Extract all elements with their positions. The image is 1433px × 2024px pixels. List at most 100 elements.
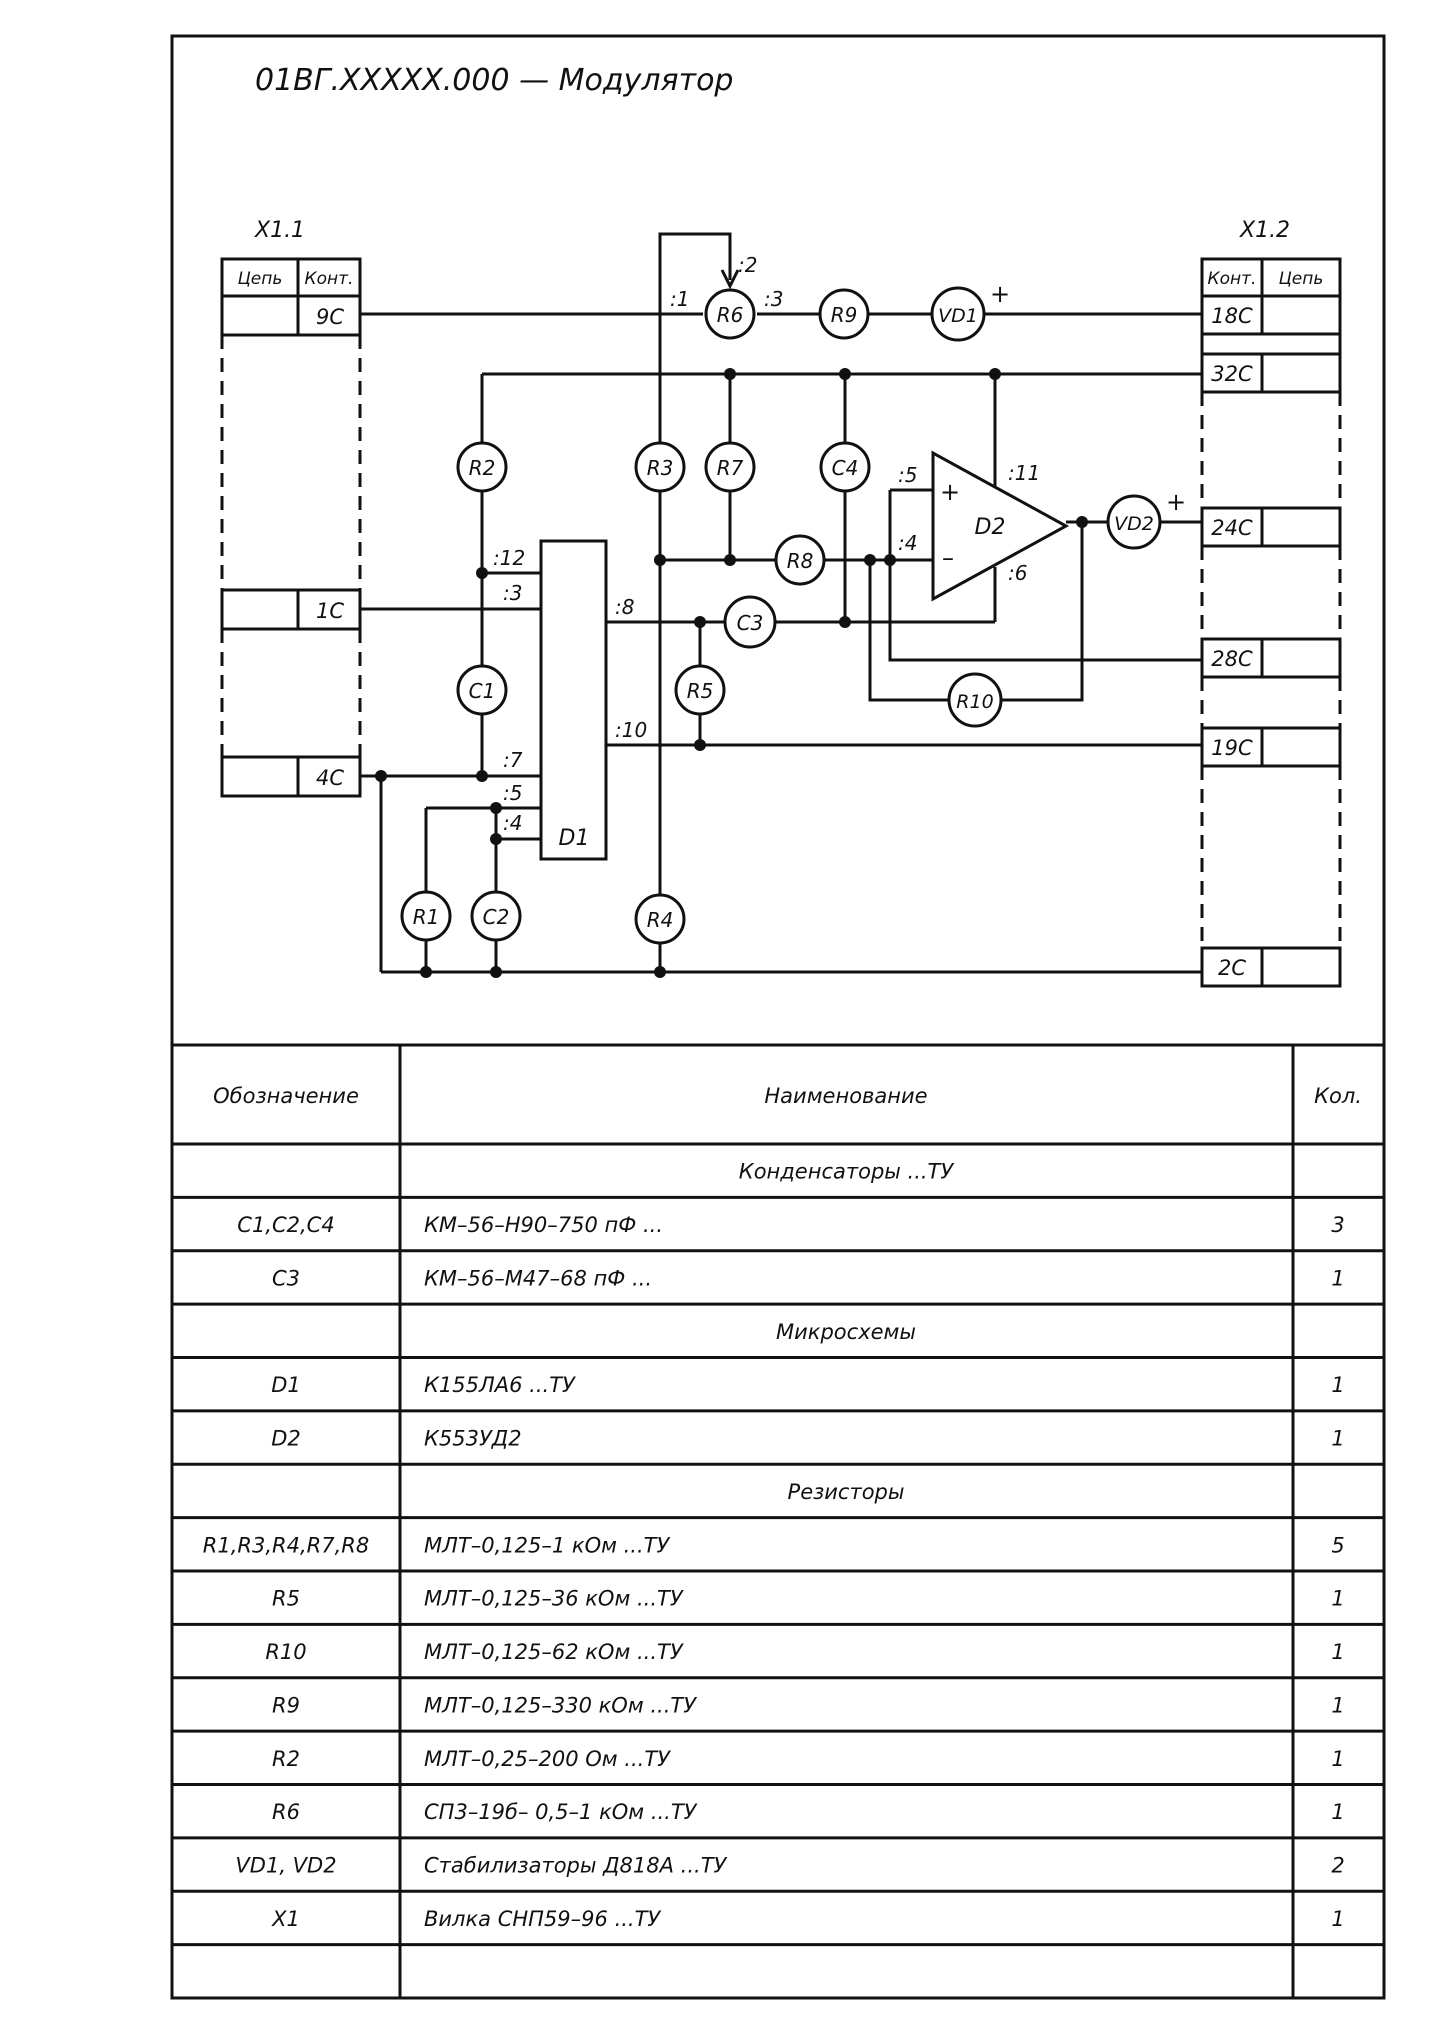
pin-32c-label: 32C bbox=[1211, 362, 1253, 386]
bom-row-qty: 1 bbox=[1331, 1640, 1344, 1664]
d1-pin-4: :4 bbox=[503, 811, 522, 835]
pin-2c-label: 2C bbox=[1218, 956, 1246, 980]
opamp-d2-label: D2 bbox=[975, 515, 1006, 540]
connector-x1-1-label: X1.1 bbox=[254, 218, 305, 243]
capacitor-c3 bbox=[723, 595, 777, 649]
connector-x1-1-header-contact: Конт. bbox=[305, 269, 354, 289]
capacitor-c2 bbox=[470, 890, 522, 942]
resistor-r9 bbox=[818, 288, 870, 340]
bom-row-qty: 1 bbox=[1331, 1427, 1344, 1451]
bom-row-designation: D1 bbox=[271, 1373, 301, 1397]
bom-row-designation: R1,R3,R4,R7,R8 bbox=[203, 1533, 369, 1557]
bom-row-designation: C3 bbox=[272, 1266, 300, 1290]
resistor-r6 bbox=[704, 288, 756, 340]
bom-row-designation: D2 bbox=[271, 1427, 301, 1451]
bom-row-name: МЛТ–0,25–200 Ом ...ТУ bbox=[424, 1747, 671, 1771]
bom-row-qty: 2 bbox=[1331, 1854, 1344, 1878]
bom-row-qty: 5 bbox=[1331, 1533, 1344, 1557]
resistor-r1 bbox=[400, 890, 452, 942]
resistor-r8 bbox=[774, 534, 826, 586]
resistor-r10 bbox=[947, 672, 1003, 728]
bom-row-designation: C1,C2,C4 bbox=[237, 1213, 334, 1237]
r6-pin-3: :3 bbox=[764, 287, 783, 311]
opamp-d2: D2 + – :5 :4 :11 :6 bbox=[898, 450, 1070, 602]
bom-row-name: СП3–19б– 0,5–1 кОм ...ТУ bbox=[424, 1800, 698, 1824]
capacitor-c4 bbox=[819, 441, 871, 493]
resistor-r7 bbox=[704, 441, 756, 493]
vd1-label: VD1 bbox=[938, 305, 978, 327]
bom-row-name: МЛТ–0,125–62 кОм ...ТУ bbox=[424, 1640, 684, 1664]
bom-row-name: К155ЛА6 ...ТУ bbox=[424, 1373, 576, 1397]
bom-row-qty: 1 bbox=[1331, 1800, 1344, 1824]
opamp-noninverting-sign: + bbox=[940, 478, 960, 506]
r4-label: R4 bbox=[647, 908, 674, 932]
drawing-title: 01ВГ.ХХХХХ.000 — Модулятор bbox=[255, 63, 733, 98]
d1-pin-7: :7 bbox=[503, 748, 523, 772]
resistor-r5 bbox=[674, 664, 726, 716]
connector-x1-1-header-circuit: Цепь bbox=[238, 269, 283, 289]
d1-pin-3: :3 bbox=[503, 581, 522, 605]
bom-row-qty: 1 bbox=[1331, 1373, 1344, 1397]
pin-24c-label: 24C bbox=[1211, 516, 1253, 540]
d1-pin-12: :12 bbox=[493, 546, 525, 570]
pin-1c-label: 1C bbox=[316, 599, 344, 623]
r8-label: R8 bbox=[787, 549, 814, 573]
bom-row-designation: R9 bbox=[272, 1693, 300, 1717]
components: R6 R9 VD1 R2 R3 R7 C4 R8 VD2 C3 C1 R5 R1… bbox=[400, 286, 1162, 945]
bom-header-qty: Кол. bbox=[1314, 1084, 1362, 1108]
bom-row-designation: R10 bbox=[265, 1640, 306, 1664]
bom-row-qty: 1 bbox=[1331, 1747, 1344, 1771]
bom-group-heading: Резисторы bbox=[788, 1480, 905, 1504]
d2-pin-11: :11 bbox=[1008, 461, 1040, 485]
bom-row-designation: R6 bbox=[272, 1800, 300, 1824]
bom-row-name: КМ–56–Н90–750 пФ ... bbox=[424, 1213, 663, 1237]
connector-x1-2: X1.2 Конт. Цепь 18C 32C 24C 28C 19C 2C bbox=[1200, 218, 1342, 988]
capacitor-c1 bbox=[456, 664, 508, 716]
bom-row-designation: R5 bbox=[272, 1587, 300, 1611]
r3-label: R3 bbox=[647, 456, 674, 480]
ic-d1-label: D1 bbox=[559, 826, 590, 851]
r6-pin-1: :1 bbox=[670, 287, 689, 311]
r9-label: R9 bbox=[831, 303, 858, 327]
c4-label: C4 bbox=[832, 456, 859, 480]
r5-label: R5 bbox=[687, 679, 714, 703]
bom-row-name: К553УД2 bbox=[424, 1427, 522, 1451]
bom-header-designation: Обозначение bbox=[213, 1084, 359, 1108]
bom-row-name: Стабилизаторы Д818А ...ТУ bbox=[424, 1854, 728, 1878]
vd2-label: VD2 bbox=[1114, 513, 1154, 535]
pin-28c-label: 28C bbox=[1211, 647, 1253, 671]
bom-table: Обозначение Наименование Кол. Конденсато… bbox=[170, 1043, 1386, 2000]
r6-pin-2: :2 bbox=[738, 253, 757, 277]
diode-vd2 bbox=[1106, 494, 1162, 550]
ic-d1: D1 :12 :3 :7 :5 :4 :8 :10 bbox=[493, 539, 647, 861]
bom-row-qty: 1 bbox=[1331, 1907, 1344, 1931]
vd2-polarity: + bbox=[1166, 488, 1186, 516]
d2-pin-5: :5 bbox=[898, 463, 917, 487]
d1-pin-5: :5 bbox=[503, 781, 522, 805]
r1-label: R1 bbox=[413, 905, 440, 929]
connector-x1-2-header-circuit: Цепь bbox=[1279, 269, 1324, 289]
bom-row-name: МЛТ–0,125–1 кОм ...ТУ bbox=[424, 1533, 670, 1557]
bom-row-qty: 1 bbox=[1331, 1587, 1344, 1611]
wires bbox=[360, 232, 1202, 974]
c1-label: C1 bbox=[469, 679, 496, 703]
bom-row-designation: X1 bbox=[271, 1907, 300, 1931]
bom-row-designation: VD1, VD2 bbox=[235, 1854, 336, 1878]
bom-row-name: Вилка СНП59–96 ...ТУ bbox=[424, 1907, 661, 1931]
c2-label: C2 bbox=[483, 905, 510, 929]
r10-label: R10 bbox=[956, 691, 993, 713]
bom-row-name: МЛТ–0,125–330 кОм ...ТУ bbox=[424, 1693, 697, 1717]
resistor-r4 bbox=[634, 893, 686, 945]
connector-x1-2-header-contact: Конт. bbox=[1208, 269, 1257, 289]
d1-pin-8: :8 bbox=[615, 595, 634, 619]
r2-label: R2 bbox=[469, 456, 496, 480]
d1-pin-10: :10 bbox=[615, 718, 647, 742]
d2-pin-6: :6 bbox=[1008, 561, 1027, 585]
pin-9c-label: 9C bbox=[316, 305, 344, 329]
d2-pin-4: :4 bbox=[898, 531, 917, 555]
pin-19c-label: 19C bbox=[1211, 736, 1253, 760]
opamp-inverting-sign: – bbox=[942, 544, 954, 572]
junction-dots bbox=[375, 368, 1088, 978]
